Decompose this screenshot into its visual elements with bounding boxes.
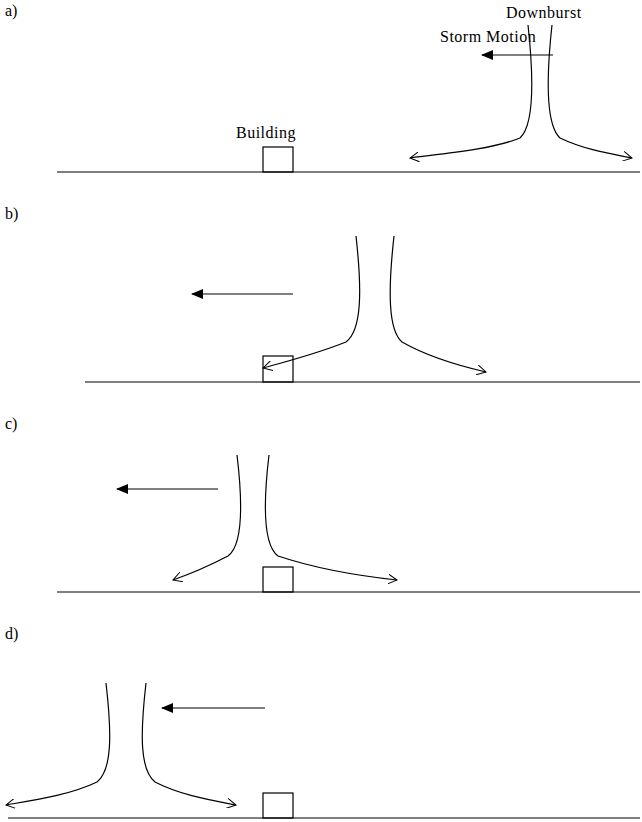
ground-line: [57, 171, 640, 172]
storm-motion-arrow: [192, 293, 293, 294]
panel-letter: c): [5, 415, 17, 433]
ground-line: [57, 591, 640, 592]
building-symbol: [263, 356, 293, 382]
downburst-flow: [173, 455, 241, 580]
building-symbol: [263, 147, 293, 172]
building-label: Building: [236, 124, 296, 142]
storm-motion-arrow: [162, 707, 265, 708]
downburst-label: Downburst: [506, 4, 582, 22]
ground-line: [8, 817, 640, 818]
storm-motion-arrow: [482, 54, 553, 55]
building-symbol: [263, 793, 293, 818]
storm-motion-label: Storm Motion: [440, 28, 536, 46]
downburst-flow: [390, 236, 486, 372]
panel-letter: d): [5, 625, 18, 643]
panel-letter: a): [5, 2, 17, 20]
downburst-flow: [6, 683, 110, 805]
downburst-flow: [263, 236, 360, 368]
downburst-flow: [142, 683, 236, 805]
downburst-flow: [265, 455, 397, 580]
panel-letter: b): [5, 205, 18, 223]
building-symbol: [263, 567, 293, 592]
storm-motion-arrow: [117, 488, 218, 489]
downburst-flow: [548, 25, 632, 158]
ground-line: [85, 381, 640, 382]
